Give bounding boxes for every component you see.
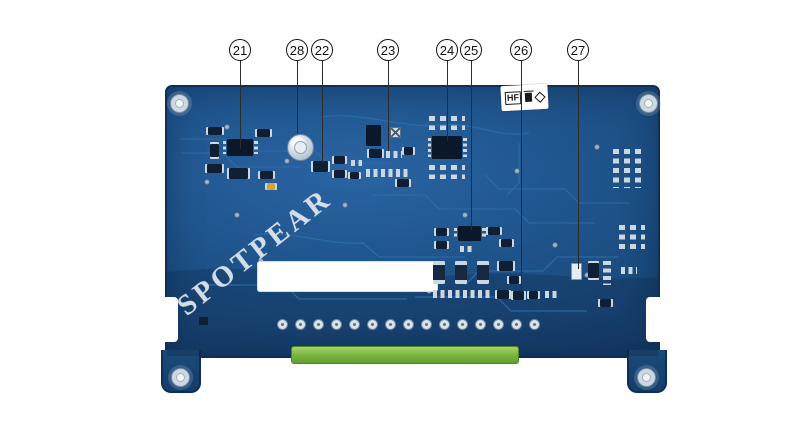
callout-line-27 <box>577 61 579 269</box>
smd-resistor <box>397 179 409 187</box>
ic-chip <box>453 226 486 241</box>
screw-hole <box>170 94 189 113</box>
smd-resistor <box>488 227 500 235</box>
solder-joint <box>331 319 342 330</box>
unpopulated-pad-grid <box>429 165 465 179</box>
pcb-traces <box>167 115 658 356</box>
callout-line-28 <box>296 61 298 134</box>
hf-logo: HF <box>504 91 522 106</box>
smd-resistor <box>497 290 509 299</box>
smd-component <box>588 263 599 278</box>
ic-chip-main <box>427 136 467 159</box>
smd-resistor <box>257 129 270 137</box>
callout-line-23 <box>387 61 389 151</box>
weee-bin-icon <box>524 92 533 102</box>
callout-badge-21: 21 <box>229 39 251 61</box>
edge-notch <box>161 297 178 342</box>
solder-joint <box>529 319 540 330</box>
solder-joint <box>367 319 378 330</box>
solder-pad-row <box>351 160 362 166</box>
solder-joint <box>403 319 414 330</box>
smd-resistor <box>436 241 447 249</box>
solder-pad-column <box>603 261 611 285</box>
screw-hole <box>171 368 190 387</box>
solder-joint <box>277 319 288 330</box>
unpopulated-pad-grid <box>619 225 645 249</box>
solder-joint <box>313 319 324 330</box>
round-metal-component <box>287 134 314 161</box>
smd-capacitor <box>477 261 489 284</box>
solder-joint-row <box>277 319 540 330</box>
solder-joint <box>439 319 450 330</box>
solder-pad-row <box>386 151 402 158</box>
smd-capacitor <box>210 144 219 157</box>
callout-line-24 <box>446 61 448 141</box>
callout-badge-26: 26 <box>510 39 532 61</box>
callout-line-25 <box>470 61 472 230</box>
solder-pad-row <box>366 169 408 177</box>
crystal-oscillator <box>390 127 401 138</box>
solder-joint <box>493 319 504 330</box>
smd-resistor <box>369 149 382 158</box>
smd-resistor <box>334 156 345 164</box>
callout-badge-25: 25 <box>460 39 482 61</box>
compliance-label: HF <box>500 83 549 112</box>
callout-line-22 <box>321 61 323 163</box>
board-slot-cutout <box>257 261 438 292</box>
edge-notch <box>646 297 663 342</box>
smd-component <box>199 317 208 325</box>
solder-joint <box>295 319 306 330</box>
smd-resistor <box>334 170 345 178</box>
solder-pad-row <box>545 291 557 298</box>
solder-pad-row <box>433 290 491 298</box>
callout-badge-27: 27 <box>567 39 589 61</box>
solder-joint <box>475 319 486 330</box>
smd-component <box>499 261 513 271</box>
display-connector <box>291 346 519 364</box>
smd-resistor <box>404 147 413 155</box>
smd-resistor <box>600 299 611 307</box>
smd-resistor <box>436 228 447 236</box>
screw-hole <box>637 368 656 387</box>
smd-resistor <box>529 291 538 299</box>
smd-resistor <box>509 276 519 284</box>
solder-joint <box>511 319 522 330</box>
callout-badge-22: 22 <box>311 39 333 61</box>
smd-resistor <box>501 239 512 247</box>
unpopulated-pad-grid <box>613 149 644 188</box>
solder-joint <box>421 319 432 330</box>
callout-line-26 <box>520 61 522 293</box>
tantalum-capacitor <box>267 183 275 190</box>
callout-badge-24: 24 <box>436 39 458 61</box>
smd-capacitor <box>433 261 445 284</box>
callout-badge-23: 23 <box>377 39 399 61</box>
diamond-icon <box>534 91 546 103</box>
solder-pad-row <box>621 267 637 274</box>
solder-joint <box>385 319 396 330</box>
smd-resistor <box>207 164 222 173</box>
callout-badge-28: 28 <box>286 39 308 61</box>
smd-resistor <box>208 127 222 135</box>
voltage-regulator <box>571 263 582 280</box>
smd-inductor <box>229 168 248 179</box>
smd-resistor <box>513 291 524 300</box>
callout-line-21 <box>239 61 241 149</box>
solder-joint <box>457 319 468 330</box>
smd-capacitor <box>455 261 467 284</box>
screw-hole <box>639 94 658 113</box>
solder-joint <box>349 319 360 330</box>
smd-resistor <box>260 171 273 179</box>
ic-chip <box>366 125 381 146</box>
smd-resistor <box>350 172 359 179</box>
smd-component <box>313 161 328 172</box>
solder-pad-row <box>460 246 474 252</box>
